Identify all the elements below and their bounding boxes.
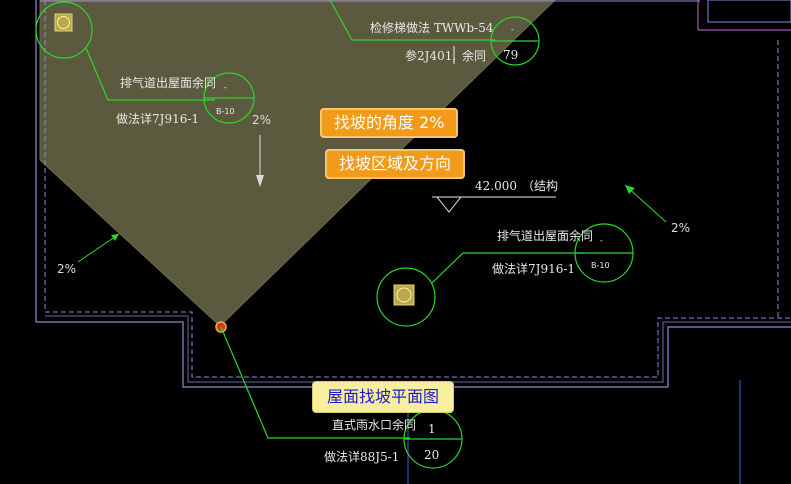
ladder-leader-diag [329, 0, 353, 41]
ladder-label: 检修梯做法 TWWb-54 [370, 20, 494, 35]
drain-ref-bottom: 20 [424, 448, 439, 462]
parapet-inner [45, 311, 791, 378]
elevation-note: （结构 [522, 178, 558, 193]
vent-ref-dash-mid: - [600, 236, 603, 245]
vent-ref-code-mid: B-10 [591, 261, 610, 270]
vent-fan-top [57, 16, 70, 29]
vent-ref-code-top: B-10 [216, 107, 235, 116]
vent-ref-dash-top: - [224, 83, 227, 92]
vent-fan-mid [396, 287, 412, 303]
elevation-value: 42.000 [475, 179, 517, 193]
drain-method: 做法详88J5-1 [324, 449, 399, 464]
vent-leader-top [85, 47, 215, 101]
ladder-ref-dash: - [511, 25, 514, 34]
slope-arrow-right-head [625, 185, 635, 194]
slope-arrow-left [77, 233, 120, 263]
vent-leader-circle-mid [376, 267, 436, 327]
vent-method-top: 做法详7J916-1 [116, 111, 199, 126]
vent-label-mid: 排气道出屋面余同 [497, 228, 593, 243]
slope-pct-top: 2% [252, 113, 271, 127]
ladder-same: 余同 [462, 48, 486, 63]
callout-slope-angle: 找坡的角度 2% [320, 108, 459, 138]
drain-ref-top: 1 [428, 422, 436, 436]
drain-label: 直式雨水口余同 [332, 417, 416, 432]
corner-box [707, 0, 791, 23]
slope-arrow-head [256, 175, 264, 187]
elevation-triangle [435, 196, 463, 213]
callout-plan-title: 屋面找坡平面图 [312, 381, 455, 413]
vent-method-mid: 做法详7J916-1 [492, 261, 575, 276]
vent-leader-mid [431, 252, 585, 284]
slope-pct-right: 2% [671, 221, 690, 235]
vent-label-top: 排气道出屋面余同 [120, 75, 216, 90]
callout-slope-area: 找坡区域及方向 [325, 149, 466, 179]
parapet-mid [45, 315, 791, 383]
slope-arrow-left-head [111, 234, 119, 241]
slope-pct-left: 2% [57, 262, 76, 276]
ladder-ref-num: 79 [503, 48, 518, 62]
ladder-ref: 参2J401, [405, 48, 456, 63]
drain-leader [220, 326, 410, 439]
vent-leader-circle-top [35, 1, 93, 59]
